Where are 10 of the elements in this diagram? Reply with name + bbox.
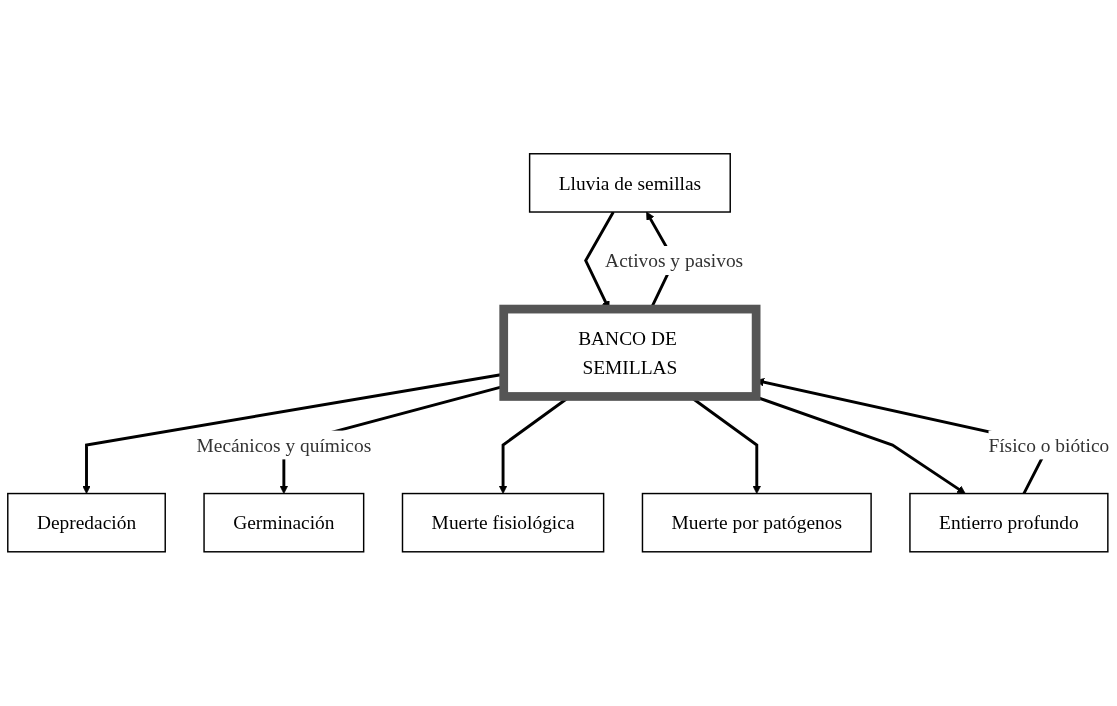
edge-label: Activos y pasivos (605, 250, 744, 272)
node-box: Lluvia de semillas (528, 153, 731, 213)
node-box: Depredación (7, 493, 166, 553)
node-box: Muerte por patógenos (641, 493, 872, 553)
node-box: Germinación (203, 493, 365, 553)
node-box: Entierro profundo (909, 493, 1109, 553)
edge-label: Físico o biótico (988, 434, 1110, 456)
edge-label: Mecánicos y químicos (196, 434, 372, 456)
node-box: BANCO DE SEMILLAS (499, 304, 761, 402)
node-box: Muerte fisiológica (401, 493, 605, 553)
